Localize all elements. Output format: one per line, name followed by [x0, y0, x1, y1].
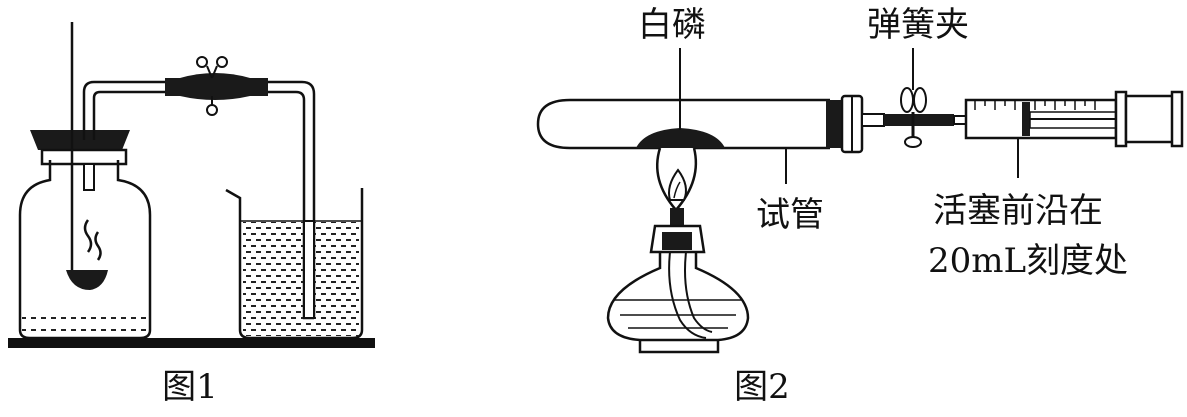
figure1: 图1 — [8, 22, 375, 407]
label-white-phosphorus: 白磷 — [638, 5, 706, 45]
combustion-spoon — [66, 270, 108, 290]
beaker — [225, 188, 364, 340]
label-piston-line2: 20mL刻度处 — [928, 241, 1128, 281]
tube-stopper — [826, 100, 842, 148]
figure1-caption: 图1 — [162, 367, 218, 407]
syringe — [964, 90, 1184, 148]
connecting-tube — [82, 56, 316, 320]
label-spring-clamp: 弹簧夹 — [867, 5, 969, 45]
gas-bottle — [18, 22, 152, 340]
test-tube — [536, 98, 830, 150]
figure2-caption: 图2 — [734, 367, 790, 407]
label-piston-line1: 活塞前沿在 — [933, 191, 1103, 231]
rubber-stopper — [30, 130, 130, 150]
label-test-tube: 试管 — [756, 195, 824, 235]
table-base — [8, 338, 375, 348]
piston-head — [1022, 102, 1030, 136]
spring-clamp — [900, 87, 927, 148]
white-phosphorus — [636, 128, 725, 148]
figure2: 白磷 弹簧夹 试管 活塞前沿在 20mL刻度处 图2 — [536, 5, 1184, 407]
alcohol-lamp — [606, 147, 750, 354]
